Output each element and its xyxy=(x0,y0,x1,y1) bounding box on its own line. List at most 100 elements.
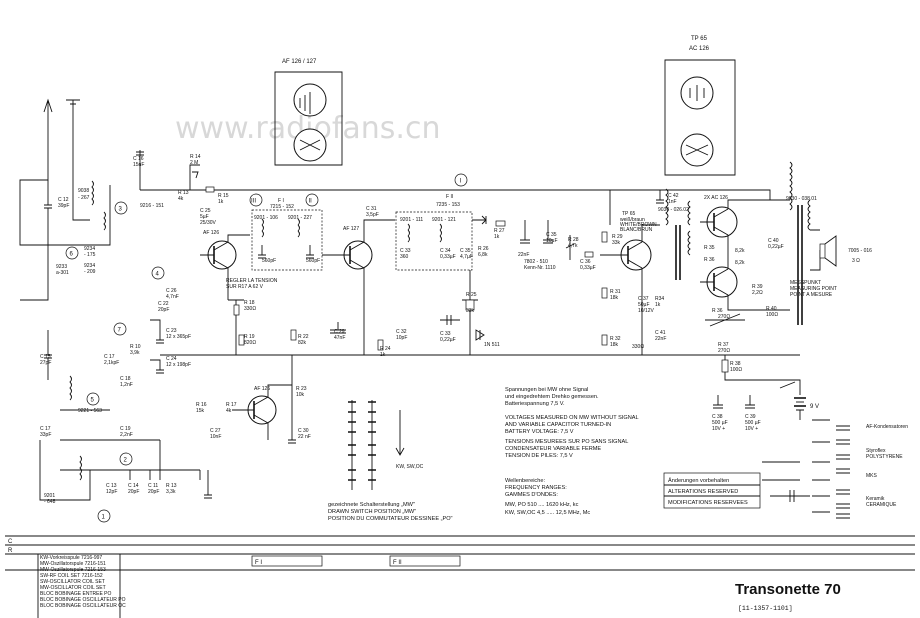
svg-text:R 25: R 25 xyxy=(466,292,477,298)
svg-text:CERAMIQUE: CERAMIQUE xyxy=(866,502,897,508)
svg-text:1k: 1k xyxy=(655,302,661,308)
switch-position-note: gezeichnete Schalterstellung „MW" DRAWN … xyxy=(328,502,453,522)
svg-text:9201 - 121: 9201 - 121 xyxy=(432,217,456,223)
svg-text:C 17: C 17 xyxy=(40,426,51,432)
svg-text:3,9k: 3,9k xyxy=(130,350,140,356)
component-strip: C R KW-Vorkreisspule 7216-997 MW-Oszilla… xyxy=(5,535,915,618)
stage-2: AF 127 C 31 3,5pF R 22 82k C 29 47nF R 2… xyxy=(290,206,407,358)
svg-text:4: 4 xyxy=(156,272,160,278)
svg-text:C 37: C 37 xyxy=(638,296,649,302)
svg-text:270Ω: 270Ω xyxy=(718,348,730,354)
battery-section: R 38 100Ω 9 V C 38 500 µF 10V + C 39 500… xyxy=(712,355,819,432)
svg-text:MESSPUNKT: MESSPUNKT xyxy=(790,280,821,286)
svg-text:C 19: C 19 xyxy=(120,426,131,432)
svg-text:0,22µF: 0,22µF xyxy=(440,337,456,343)
capacitor-legend: AF-Kondensatoren Styroflex POLYSTYRENE M… xyxy=(762,419,908,519)
svg-text:R 37: R 37 xyxy=(718,342,729,348)
svg-text:C 24: C 24 xyxy=(166,356,177,362)
svg-text:C 16: C 16 xyxy=(133,156,144,162)
svg-text:F I: F I xyxy=(278,198,284,204)
svg-text:22 nF: 22 nF xyxy=(298,434,311,440)
svg-text:C 35: C 35 xyxy=(546,232,557,238)
svg-text:AF 126 / 127: AF 126 / 127 xyxy=(282,59,317,65)
svg-text:1nF: 1nF xyxy=(668,199,677,205)
svg-text:7235 - 153: 7235 - 153 xyxy=(436,202,460,208)
svg-text:KW-Vorkreisspule 7216-997: KW-Vorkreisspule 7216-997 xyxy=(40,555,102,561)
svg-text:F II: F II xyxy=(446,194,453,200)
svg-text:TENSION DE PILES: 7,5 V: TENSION DE PILES: 7,5 V xyxy=(505,453,573,459)
svg-text:500 µF: 500 µF xyxy=(712,420,728,426)
svg-text:7: 7 xyxy=(118,328,122,334)
svg-text:C 34: C 34 xyxy=(440,248,451,254)
svg-text:R 24: R 24 xyxy=(380,346,391,352)
svg-text:MKS: MKS xyxy=(866,473,878,479)
svg-text:R 36: R 36 xyxy=(704,257,715,263)
svg-text:POINT A MESURE: POINT A MESURE xyxy=(790,292,833,298)
svg-text:REGLER LA TENSION: REGLER LA TENSION xyxy=(226,278,278,284)
svg-text:9201: 9201 xyxy=(44,493,55,499)
svg-text:AF-Kondensatoren: AF-Kondensatoren xyxy=(866,424,908,430)
antenna-section: 9038 - 267 9234 - 175 9234 - 209 9233 a-… xyxy=(19,98,200,505)
svg-text:III: III xyxy=(251,199,256,205)
svg-text:C 41: C 41 xyxy=(655,330,666,336)
svg-text:100Ω: 100Ω xyxy=(730,367,742,373)
svg-text:R: R xyxy=(8,548,13,554)
svg-text:C 33: C 33 xyxy=(440,331,451,337)
svg-text:MEASURING POINT: MEASURING POINT xyxy=(790,286,837,292)
wave-switch: KW, SW,OC xyxy=(348,400,424,490)
svg-text:R 22: R 22 xyxy=(298,334,309,340)
svg-text:C 25: C 25 xyxy=(200,208,211,214)
svg-text:20pF: 20pF xyxy=(158,307,169,313)
svg-text:Batteriespannung 7,5 V.: Batteriespannung 7,5 V. xyxy=(505,401,565,407)
svg-text:R 32: R 32 xyxy=(610,336,621,342)
svg-text:20pF: 20pF xyxy=(148,489,159,495)
svg-text:12 x 198pF: 12 x 198pF xyxy=(166,362,191,368)
svg-text:10/12V: 10/12V xyxy=(638,308,655,314)
svg-text:3,5pF: 3,5pF xyxy=(366,212,379,218)
marker-5: 5 xyxy=(86,392,100,406)
svg-text:15k: 15k xyxy=(196,408,205,414)
marker-circles: 1 2 3 4 5 6 7 I II III xyxy=(65,173,468,523)
svg-text:a-301: a-301 xyxy=(56,270,69,276)
svg-text:Keramik: Keramik xyxy=(866,496,885,502)
svg-text:2,2nF: 2,2nF xyxy=(120,432,133,438)
svg-text:AF 126: AF 126 xyxy=(203,230,219,236)
svg-text:C 42: C 42 xyxy=(668,193,679,199)
svg-text:C 36: C 36 xyxy=(580,259,591,265)
svg-text:KW, SW,OC 4,5 ..... 12,5 MHz: KW, SW,OC 4,5 ..... 12,5 MHz, Mc xyxy=(505,510,590,516)
svg-text:C 14: C 14 xyxy=(128,483,139,489)
svg-text:1,2nF: 1,2nF xyxy=(120,382,133,388)
svg-text:C 40: C 40 xyxy=(768,238,779,244)
svg-text:10nF: 10nF xyxy=(210,434,221,440)
svg-text:GAMMES D'ONDES:: GAMMES D'ONDES: xyxy=(505,492,558,498)
svg-text:0,33µF: 0,33µF xyxy=(580,265,596,271)
svg-text:5µF: 5µF xyxy=(200,214,209,220)
svg-text:gezeichnete Schalterstellung „: gezeichnete Schalterstellung „MW" xyxy=(328,502,415,508)
svg-text:2: 2 xyxy=(124,458,128,464)
svg-text:10V +: 10V + xyxy=(745,426,758,432)
svg-text:500 µF: 500 µF xyxy=(745,420,761,426)
svg-text:47nF: 47nF xyxy=(334,335,345,341)
measurement-notes: Spannungen bei MW ohne Signal und einged… xyxy=(505,387,639,459)
svg-text:MW-Oszillatorspule 7216-151: MW-Oszillatorspule 7216-151 xyxy=(40,561,106,567)
svg-text:R 15: R 15 xyxy=(218,193,229,199)
svg-text:8,2k: 8,2k xyxy=(735,248,745,254)
svg-text:5: 5 xyxy=(91,398,95,404)
svg-text:BLANC/BRUN: BLANC/BRUN xyxy=(620,227,653,233)
marker-6: 6 xyxy=(65,246,79,260)
svg-text:270Ω: 270Ω xyxy=(718,314,730,320)
marker-III: III xyxy=(249,193,263,207)
svg-text:560pF: 560pF xyxy=(306,258,320,264)
svg-text:I: I xyxy=(460,179,462,185)
svg-text:82k: 82k xyxy=(298,340,307,346)
svg-text:BLOC BOBINAGE ENTREE PO: BLOC BOBINAGE ENTREE PO xyxy=(40,591,112,597)
svg-text:10pF: 10pF xyxy=(396,335,407,341)
svg-text:C 18: C 18 xyxy=(120,376,131,382)
svg-text:560pF: 560pF xyxy=(262,258,276,264)
svg-text:360: 360 xyxy=(400,254,409,260)
svg-text:9234: 9234 xyxy=(84,246,95,252)
svg-text:10k: 10k xyxy=(296,392,305,398)
svg-text:- 267: - 267 xyxy=(78,195,90,201)
svg-text:R 40: R 40 xyxy=(766,306,777,312)
